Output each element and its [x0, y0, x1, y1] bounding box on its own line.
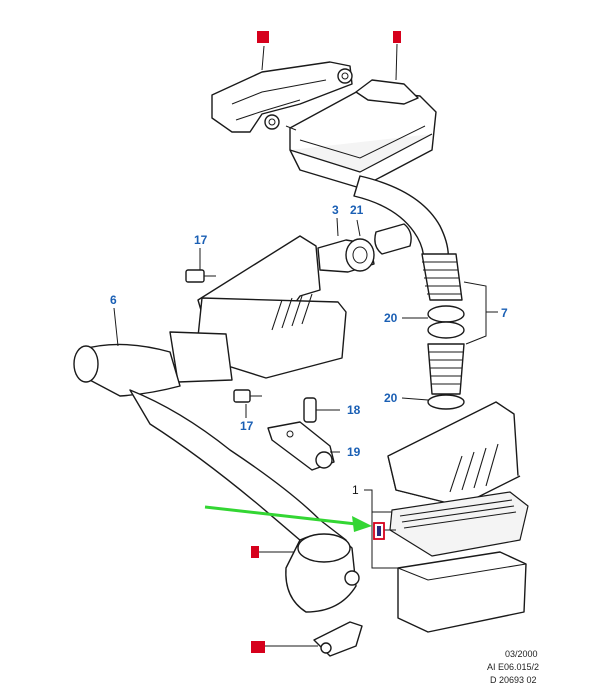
footer-date: 03/2000: [505, 649, 538, 659]
footer-diagram-id: D 20693 02: [490, 675, 537, 685]
mounting-bracket-top: [211, 45, 353, 133]
footer-reference: AI E06.015/2: [487, 662, 539, 672]
leader-lines: [113, 217, 498, 647]
highlight-box-lower-left: [251, 546, 259, 558]
callout-7: 7: [501, 306, 508, 320]
callout-6: 6: [110, 293, 117, 307]
lower-duct-elbow: [285, 533, 360, 613]
callout-20-lower: 20: [384, 391, 398, 405]
callout-20-upper: 20: [384, 311, 398, 325]
callout-17-upper: 17: [194, 233, 208, 247]
air-cleaner-upper: [169, 235, 375, 383]
highlight-box-top-left: [257, 31, 269, 43]
bolts-17: [185, 248, 262, 418]
mounting-bracket-bottom: [313, 621, 363, 657]
green-pointer-arrow: [204, 505, 372, 532]
air-cleaner-lower: [387, 401, 529, 633]
intake-hose: [353, 175, 465, 410]
callout-1: 1: [352, 483, 359, 497]
highlight-box-bottom: [251, 641, 265, 653]
resonator-top: [285, 43, 437, 189]
callout-3: 3: [332, 203, 339, 217]
callout-17-lower: 17: [240, 419, 254, 433]
callout-21: 21: [350, 203, 364, 217]
stud-and-bracket: [267, 397, 340, 471]
callout-19: 19: [347, 445, 361, 459]
callout-18: 18: [347, 403, 361, 417]
highlighted-callouts: [251, 31, 401, 653]
highlight-box-top-right: [393, 31, 401, 43]
intake-duct: [73, 343, 347, 567]
highlight-box-filter: [373, 522, 385, 540]
